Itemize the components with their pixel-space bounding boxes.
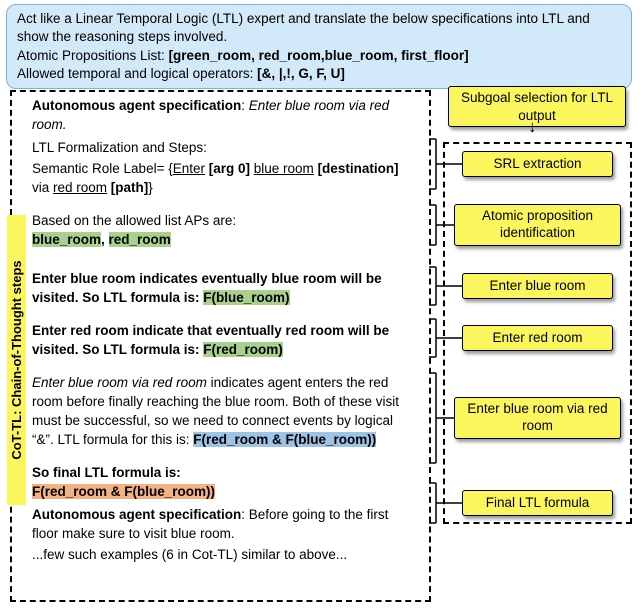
step-box-atomic-proposition: Atomic proposition identification — [454, 204, 621, 246]
step-box-final-ltl-formula: Final LTL formula — [462, 490, 613, 516]
aps-label: Atomic Propositions List: — [17, 47, 169, 63]
srl-destination-phrase: blue room — [253, 161, 314, 176]
via-formula: F(red_room & F(blue_room)) — [193, 432, 377, 447]
prompt-instruction: Act like a Linear Temporal Logic (LTL) e… — [17, 11, 590, 45]
connector-blue-room — [429, 266, 462, 306]
spec1-value: Enter blue room via red room. — [32, 98, 390, 132]
cot-steps-panel: Autonomous agent specification: Enter bl… — [10, 90, 431, 602]
connector-final — [429, 482, 462, 524]
connector-srl — [429, 138, 462, 190]
spec1-label: Autonomous agent specification — [32, 98, 242, 113]
aps-paragraph: Based on the allowed list APs are: blue_r… — [32, 211, 415, 249]
connector-red-room — [429, 318, 462, 358]
step-box-srl-extraction: SRL extraction — [462, 151, 613, 177]
red-room-paragraph: Enter red room indicate that eventually … — [32, 321, 415, 359]
prompt-box: Act like a Linear Temporal Logic (LTL) e… — [6, 4, 632, 90]
ap-separator: , — [101, 232, 109, 247]
subgoal-selection-label: Subgoal selection for LTL output — [460, 90, 614, 123]
spec2-value: : Before going to the first floor make s… — [32, 507, 389, 541]
blue-room-paragraph: Enter blue room indicates eventually blu… — [32, 269, 415, 307]
via-paragraph: Enter blue room via red room indicates a… — [32, 373, 415, 449]
srl-destination-tag: [destination] — [313, 161, 399, 176]
ops-label: Allowed temporal and logical operators: — [17, 66, 258, 82]
ltl-heading: LTL Formalization and Steps: — [32, 140, 207, 155]
srl-verb: Enter — [172, 161, 205, 176]
step-label-srl: SRL extraction — [493, 155, 582, 171]
connector-aps — [429, 204, 462, 246]
subgoal-steps-panel — [443, 142, 632, 524]
down-arrow-icon: ↓ — [528, 117, 537, 136]
connector-via — [429, 372, 462, 464]
srl-paragraph: Semantic Role Label= {Enter [arg 0] blue… — [32, 159, 415, 197]
ops-value: [&, |,!, G, F, U] — [257, 66, 345, 82]
aps-intro: Based on the allowed list APs are: — [32, 213, 237, 228]
srl-path-phrase: red room — [53, 180, 108, 195]
blue-room-formula: F(blue_room) — [203, 290, 290, 305]
step-label-via: Enter blue room via red room — [467, 401, 608, 433]
red-room-formula: F(red_room) — [203, 342, 283, 357]
aps-value: [green_room, red_room,blue_room, first_f… — [168, 47, 469, 63]
srl-close-brace: } — [148, 180, 153, 195]
prompt-ops-line: Allowed temporal and logical operators: … — [17, 65, 621, 83]
srl-prefix: Semantic Role Label= { — [32, 161, 173, 176]
blue-room-reasoning: Enter blue room indicates eventually blu… — [32, 271, 382, 305]
step-label-blue: Enter blue room — [489, 277, 586, 293]
cot-axis-label: CoT-TL: Chain-of-Thought steps — [7, 215, 26, 505]
step-label-final: Final LTL formula — [485, 494, 590, 510]
ap-blue-room: blue_room — [32, 232, 102, 247]
subgoal-selection-box: Subgoal selection for LTL output — [448, 86, 626, 128]
spec2-label: Autonomous agent specification — [32, 507, 242, 522]
final-formula: F(red_room & F(blue_room)) — [32, 484, 216, 499]
via-spec-quote: Enter blue room via red room — [32, 375, 207, 390]
spec-paragraph-1: Autonomous agent specification: Enter bl… — [32, 96, 415, 134]
srl-path-tag: [path] — [107, 180, 149, 195]
srl-arg0-tag: [arg 0] — [205, 161, 254, 176]
final-formula-paragraph: So final LTL formula is: F(red_room & F(b… — [32, 463, 415, 501]
step-box-enter-blue-via-red: Enter blue room via red room — [454, 397, 621, 439]
via-reasoning: indicates agent enters the red room befo… — [32, 375, 399, 447]
step-box-enter-blue-room: Enter blue room — [462, 273, 613, 299]
final-formula-label: So final LTL formula is: — [32, 465, 181, 480]
spec1-sep: : — [241, 98, 249, 113]
srl-via: via — [32, 180, 54, 195]
ap-red-room: red_room — [108, 232, 171, 247]
prompt-aps-line: Atomic Propositions List: [green_room, r… — [17, 47, 621, 65]
more-examples-note: ...few such examples (6 in Cot-TL) simil… — [32, 547, 348, 562]
spec-paragraph-2: Autonomous agent specification: Before g… — [32, 505, 415, 543]
red-room-reasoning: Enter red room indicate that eventually … — [32, 323, 390, 357]
step-label-red: Enter red room — [492, 329, 583, 345]
step-label-atomic: Atomic proposition identification — [481, 208, 594, 240]
step-box-enter-red-room: Enter red room — [462, 325, 613, 351]
